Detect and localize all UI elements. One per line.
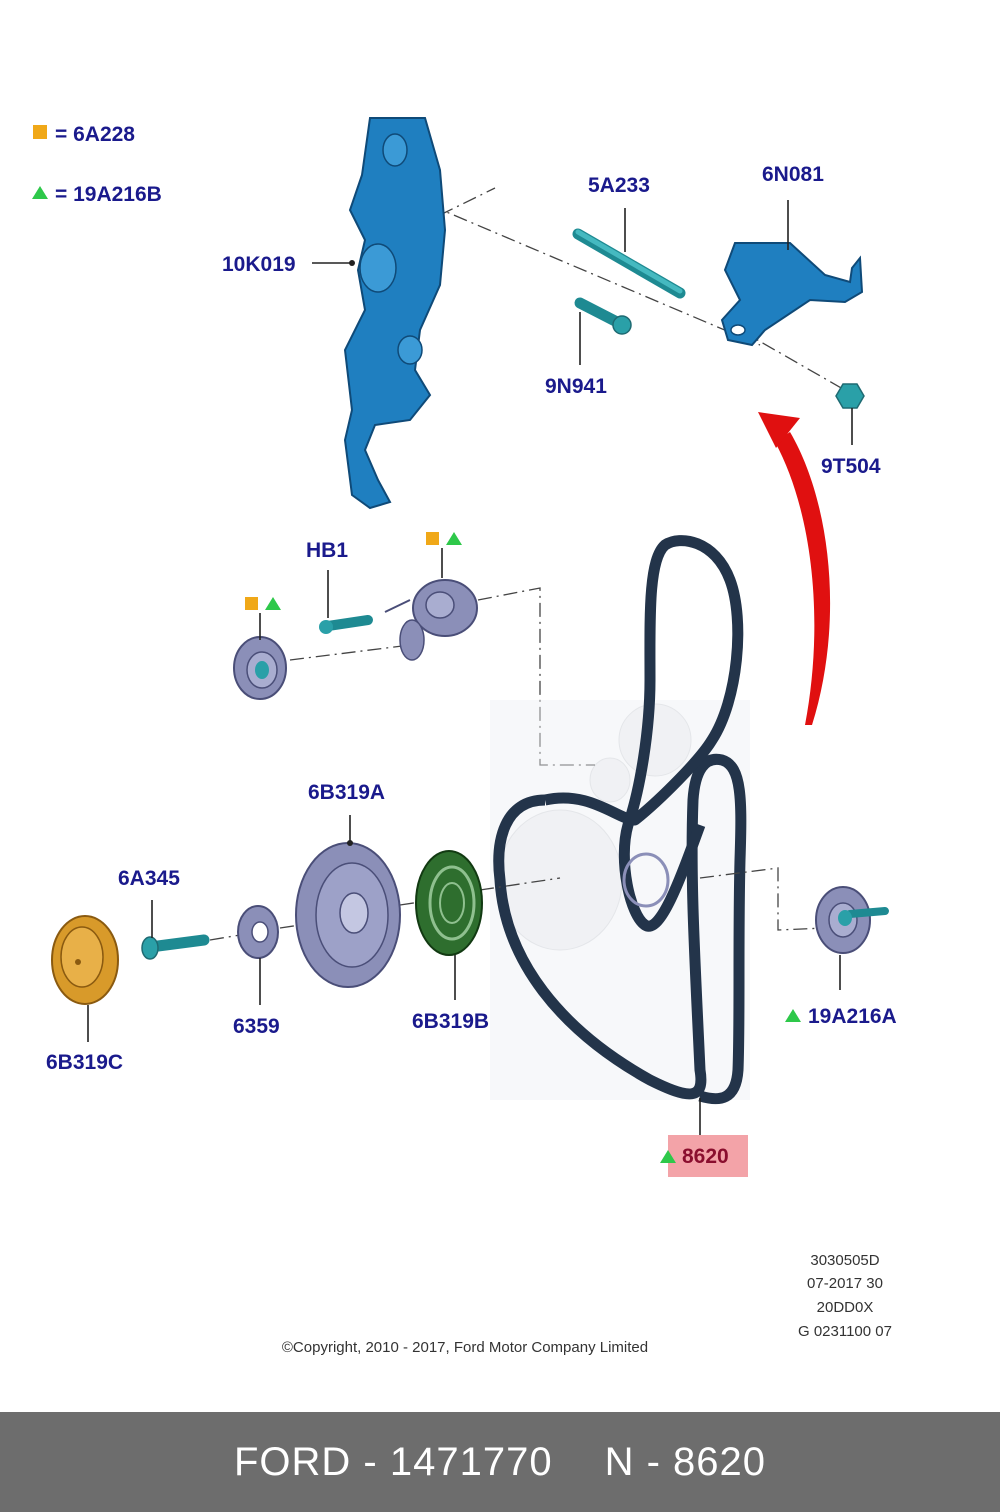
label-10K019: 10K019 [222, 253, 296, 276]
assembly-line-right [699, 867, 826, 931]
label-9N941: 9N941 [545, 375, 607, 398]
parts-diagram: = 6A228 = 19A216B 10K019 5A233 9N941 6N0… [32, 117, 897, 1356]
assembly-line-top-1 [429, 204, 761, 346]
assembly-line-top-3 [739, 329, 851, 394]
damper-6B319B [415, 850, 483, 956]
label-5A233: 5A233 [588, 174, 650, 197]
triangle-icon-8620 [660, 1150, 676, 1163]
highlight-8620 [668, 1135, 748, 1177]
copyright: ©Copyright, 2010 - 2017, Ford Motor Comp… [282, 1339, 648, 1356]
triangle-icon-19A216A [785, 1009, 801, 1022]
assembly-line-tensioner-2 [477, 587, 595, 766]
label-6B319A: 6B319A [308, 781, 385, 804]
washer-6359 [237, 905, 279, 959]
square-icon-tensioner [426, 532, 439, 545]
legend-square-text: = 6A228 [55, 123, 135, 146]
engine-ghost [490, 700, 750, 1100]
bolt-HB1 [319, 615, 373, 634]
cover-6B319C [51, 915, 119, 1005]
meta-line-4: G 0231100 07 [798, 1323, 892, 1340]
label-6B319C: 6B319C [46, 1051, 123, 1074]
bracket-6N081 [720, 242, 864, 347]
triangle-icon-idler [265, 597, 281, 610]
label-6B319B: 6B319B [412, 1010, 489, 1033]
legend-triangle-text: = 19A216B [55, 183, 162, 206]
idler-pulley-left [233, 636, 287, 700]
meta-line-1: 3030505D [810, 1252, 879, 1269]
stud-5A233 [572, 228, 686, 299]
label-19A216A: 19A216A [808, 1005, 897, 1028]
mounting-bracket-10K019 [343, 117, 447, 510]
bolt-9N941 [574, 297, 632, 335]
footer-part-number: FORD - 1471770 [233, 1439, 553, 1484]
label-9T504: 9T504 [821, 455, 881, 478]
meta-line-2: 07-2017 30 [807, 1275, 883, 1292]
crank-pulley-6B319A [295, 842, 401, 988]
label-6359: 6359 [233, 1015, 280, 1038]
footer-bar: FORD - 1471770 N - 8620 [0, 1412, 1000, 1512]
square-icon [33, 125, 47, 139]
bolt-6A345 [141, 934, 210, 960]
label-6N081: 6N081 [762, 163, 824, 186]
square-icon-idler [245, 597, 258, 610]
label-6A345: 6A345 [118, 867, 180, 890]
label-8620: 8620 [682, 1145, 729, 1168]
triangle-icon [32, 186, 48, 199]
nut-9T504 [835, 383, 865, 409]
assembly-line-tensioner-1 [289, 644, 411, 661]
footer-ref-number: N - 8620 [604, 1439, 766, 1484]
idler-pulley-19A216A [815, 886, 889, 954]
tensioner [384, 579, 478, 661]
assembly-line-top-2 [439, 187, 496, 216]
triangle-icon-tensioner [446, 532, 462, 545]
red-arrow [758, 412, 831, 725]
label-HB1: HB1 [306, 539, 348, 562]
drive-belt-8620 [493, 535, 747, 1105]
assembly-line-crank [209, 877, 561, 941]
meta-line-3: 20DD0X [817, 1299, 874, 1316]
